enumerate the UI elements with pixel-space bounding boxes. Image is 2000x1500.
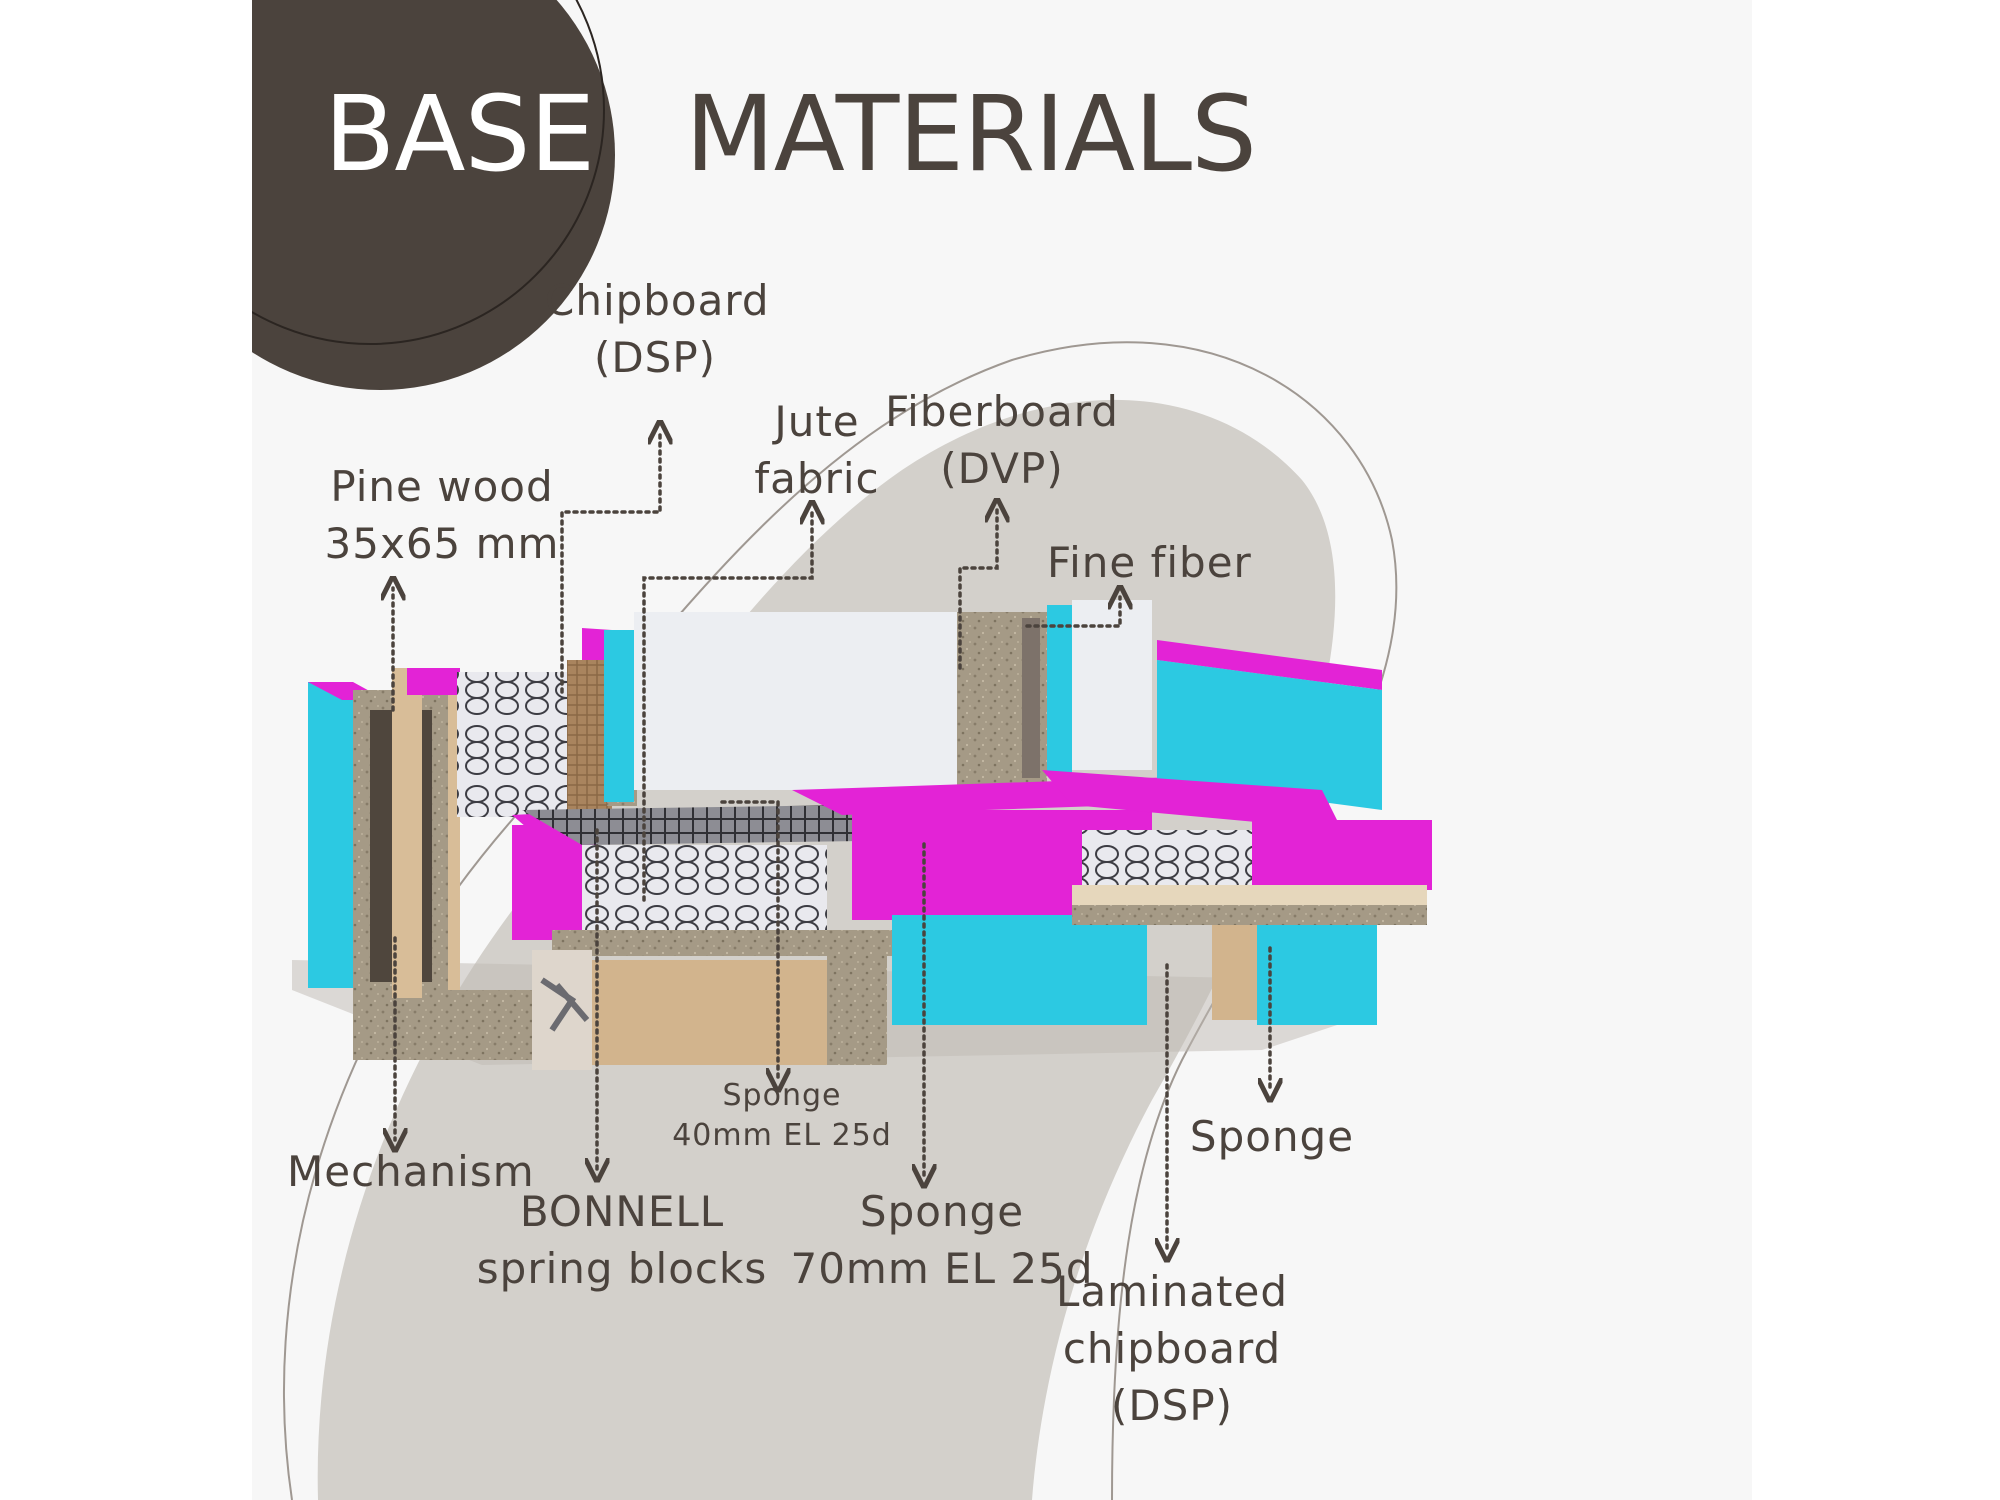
- seat-center-sponge-cyan: [892, 915, 1147, 1025]
- drawer-chipboard: [827, 940, 887, 1065]
- pine-wood-frame: [392, 668, 422, 998]
- seat-left-spring-top: [522, 805, 932, 845]
- sofa-cutaway-diagram: [252, 0, 1432, 1500]
- label-fine-fiber: Fine fiber: [1047, 538, 1252, 587]
- label-sponge-right: Sponge: [1189, 1112, 1355, 1161]
- label-chipboard-top: Chipboard(DSP): [545, 276, 770, 382]
- right-fiber-white: [1072, 600, 1152, 770]
- label-fiberboard: Fiberboard(DVP): [885, 387, 1119, 493]
- seat-right-spring-block: [1082, 830, 1252, 895]
- seat-right-foam-top: [1042, 770, 1342, 830]
- right-armrest-cyan: [1157, 660, 1382, 810]
- arrow-chipboard: [560, 432, 660, 694]
- arrow-jute: [642, 512, 812, 902]
- seat-right-chipboard: [1072, 905, 1427, 925]
- arrow-sponge-40: [720, 800, 778, 1080]
- seat-right-foam-front: [1252, 820, 1432, 890]
- seat-right-base-cyan: [1257, 925, 1377, 1025]
- title-circle: [252, 0, 615, 390]
- right-armrest-foam-top: [1157, 640, 1382, 690]
- right-back-foam-cyan: [1047, 605, 1072, 773]
- arrow-fiberboard: [958, 510, 997, 670]
- title-word-materials: MATERIALS: [685, 73, 1257, 195]
- sofa-cutaway-illustration: [292, 600, 1432, 1070]
- backrest-fiber-white: [634, 612, 959, 790]
- label-mechanism: Mechanism: [287, 1147, 535, 1196]
- seat-left-spring-block: [582, 845, 827, 930]
- arrow-fine-fiber: [1025, 597, 1120, 628]
- armrest-foam-cyan: [308, 682, 353, 988]
- back-foam-cyan: [604, 630, 634, 802]
- backrest-spring-block: [457, 672, 567, 817]
- armrest-base: [353, 990, 533, 1060]
- annotation-arrows: [393, 432, 1270, 1250]
- title-circle-outline: [252, 0, 605, 345]
- laminated-chipboard-panel: [1212, 925, 1257, 1020]
- drawer-wood: [592, 960, 827, 1065]
- fiberboard-dvp: [1022, 618, 1040, 778]
- backrest-foam-top-left: [407, 668, 460, 695]
- title-word-base: BASE: [324, 73, 595, 195]
- mechanism-hinge: [540, 977, 590, 1032]
- seat-right-laminated-top: [1072, 885, 1427, 905]
